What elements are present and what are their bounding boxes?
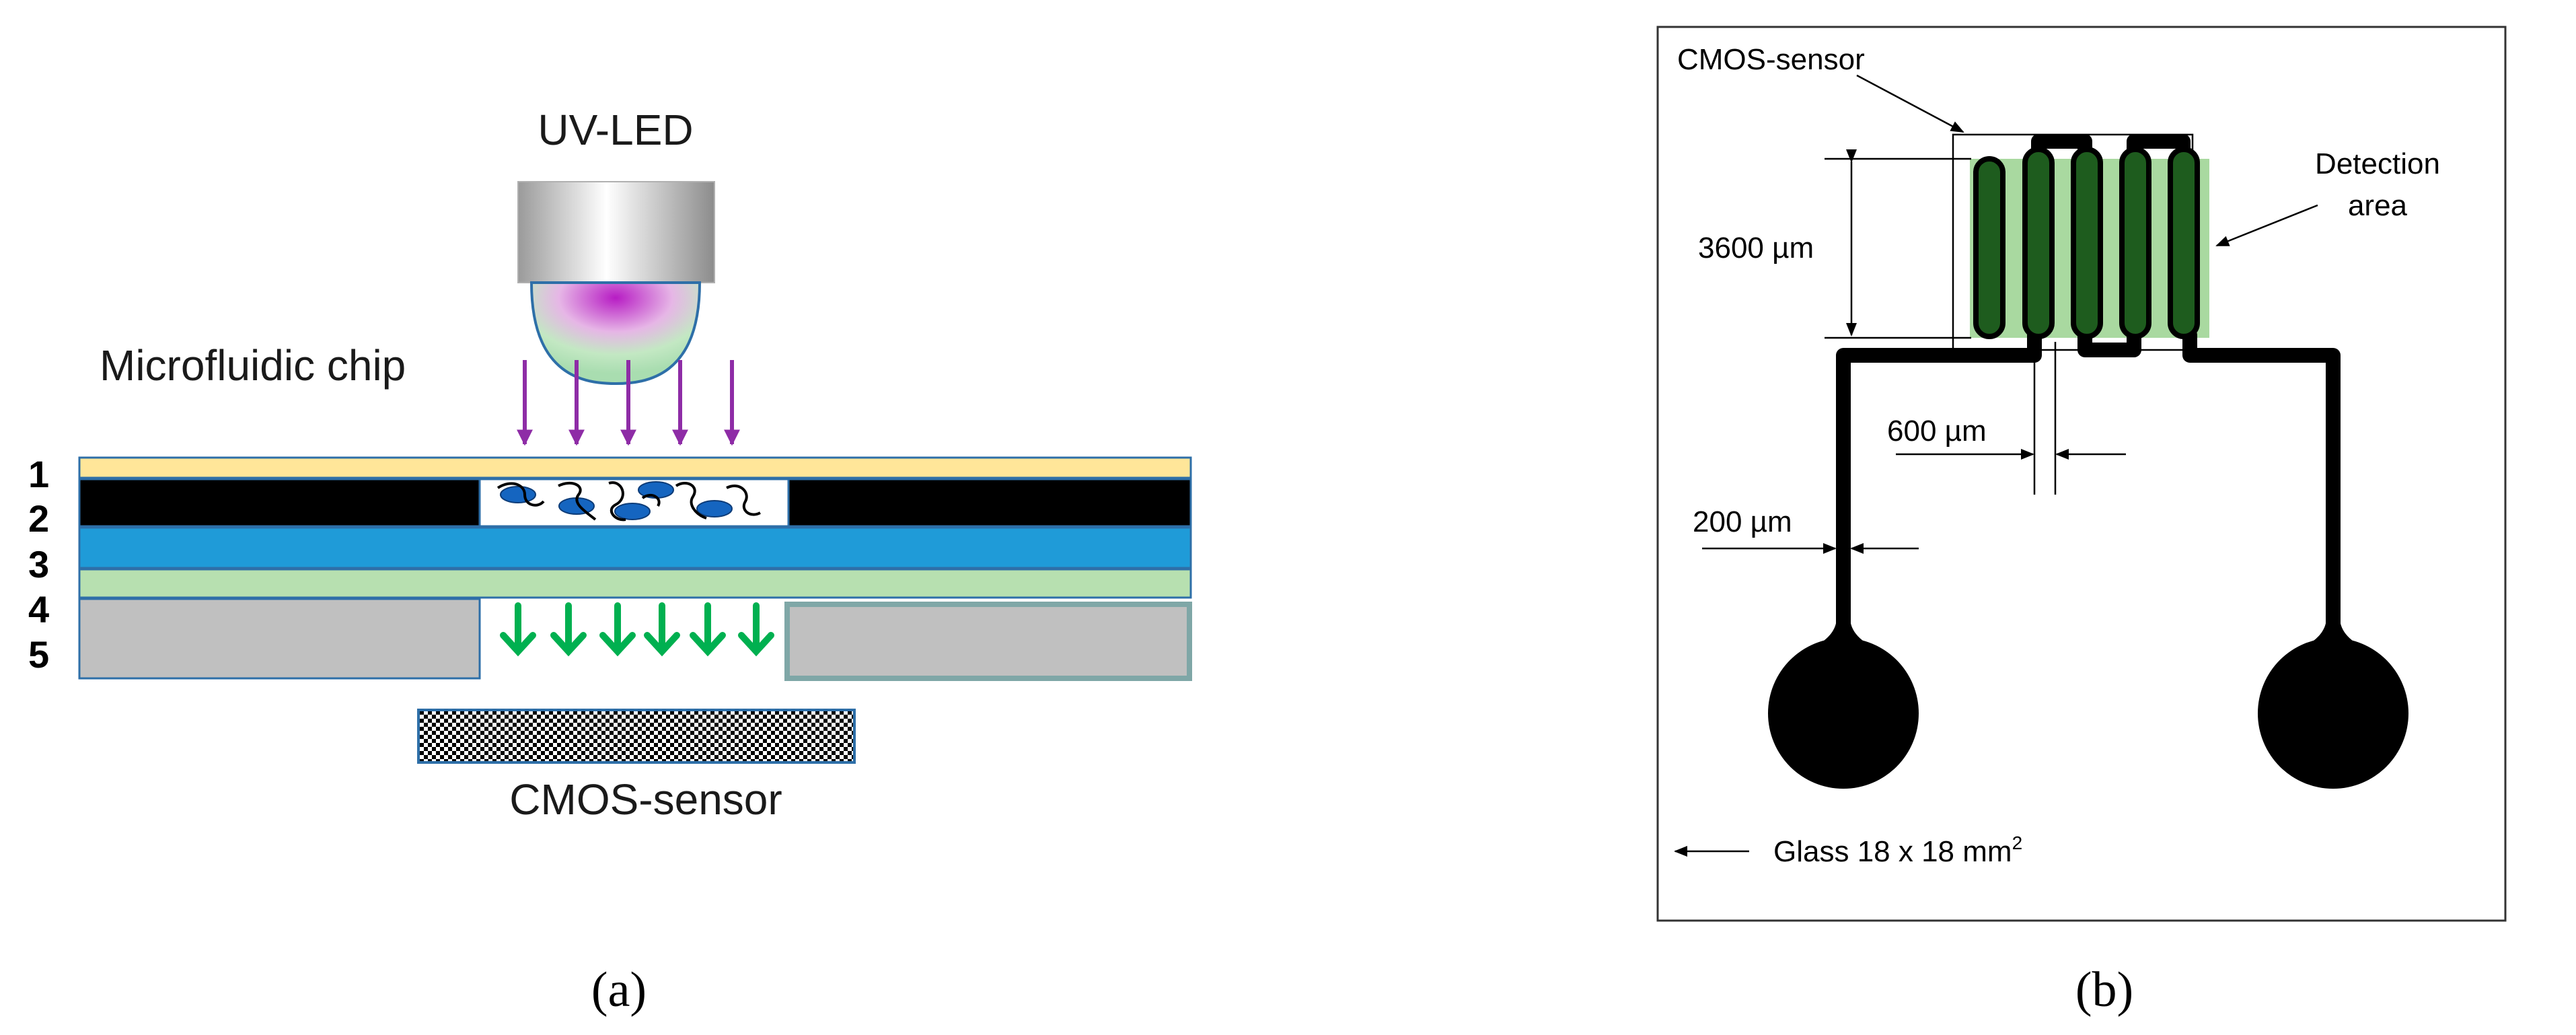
caption-a: (a)	[591, 962, 647, 1018]
layer-5-left	[78, 598, 481, 680]
layer-number-1: 1	[28, 453, 49, 495]
gap-dimension	[1896, 342, 2126, 495]
uv-led-label: UV-LED	[538, 106, 693, 154]
chip-layers	[78, 456, 1192, 681]
height-dimension	[1825, 149, 1971, 339]
caption-b: (b)	[2075, 962, 2133, 1018]
glass-label-superscript: 2	[2012, 832, 2023, 853]
cmos-sensor-label-b: CMOS-sensor	[1677, 43, 1865, 76]
layer-1	[78, 456, 1192, 479]
cmos-sensor-label-a: CMOS-sensor	[509, 775, 782, 824]
layer-4	[78, 568, 1192, 599]
height-dimension-label: 3600 µm	[1698, 231, 1814, 264]
microfluidic-chip-label: Microfluidic chip	[100, 341, 406, 390]
detection-area-label-line2: area	[2348, 189, 2408, 222]
layer-number-4: 4	[28, 588, 49, 631]
fluorescence-arrows	[500, 602, 774, 657]
dna-strands	[496, 481, 761, 522]
cmos-sensor-pointer	[1856, 74, 1964, 133]
layer-numbers: 1 2 3 4 5	[28, 453, 49, 676]
cmos-sensor-chip	[417, 709, 856, 764]
trace-width-label: 200 µm	[1693, 505, 1792, 538]
panel-a: UV-LED Microfluidic chip	[28, 106, 1192, 1018]
layer-number-2: 2	[28, 497, 49, 540]
layer-2-right	[787, 478, 1192, 528]
gap-dimension-label: 600 µm	[1887, 415, 1987, 448]
detection-area-label-line1: Detection	[2315, 147, 2440, 180]
layer-number-5: 5	[28, 633, 49, 676]
uv-led-icon	[517, 181, 715, 386]
glass-label-main: Glass 18 x 18 mm	[1773, 835, 2012, 868]
glass-label: Glass 18 x 18 mm2	[1773, 832, 2022, 868]
panel-b: CMOS-sensor Detection area	[1656, 26, 2507, 1018]
contact-pads	[1768, 619, 2408, 789]
layer-5-right	[784, 602, 1192, 681]
layer-2-left	[78, 478, 481, 528]
electrode-fingers	[1973, 147, 2200, 339]
uv-arrows	[517, 360, 740, 446]
layer-number-3: 3	[28, 543, 49, 585]
layer-3	[78, 526, 1192, 569]
detection-area-pointer	[2215, 204, 2318, 247]
